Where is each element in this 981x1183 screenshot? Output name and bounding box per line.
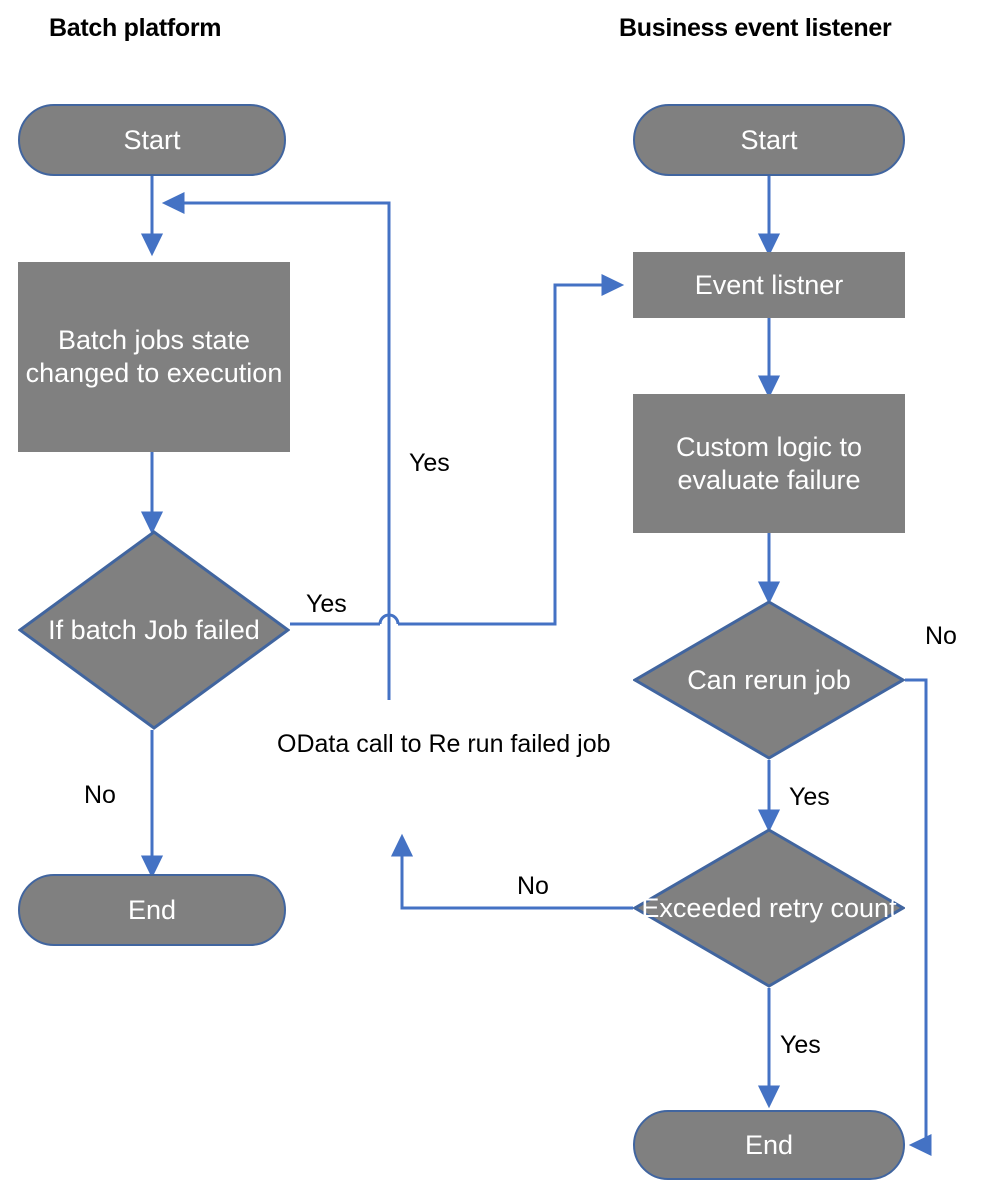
edge-yes-to-event-listner	[398, 273, 625, 626]
node-right-end[interactable]: End	[633, 1110, 905, 1180]
node-custom-logic[interactable]: Custom logic to evaluate failure	[633, 394, 905, 533]
edge-label-exceeded-yes: Yes	[780, 1031, 821, 1059]
lane-header-business-event-listener: Business event listener	[619, 14, 892, 42]
edge-label-left-decision-no: No	[84, 781, 116, 809]
node-left-process-label: Batch jobs state changed to execution	[25, 325, 283, 388]
node-can-rerun-job-label: Can rerun job	[687, 664, 851, 695]
edge-label-odata-note: OData call to Re run failed job	[277, 730, 611, 758]
node-right-start-label: Start	[740, 124, 798, 155]
edge-label-can-rerun-yes: Yes	[789, 783, 830, 811]
node-left-start-label: Start	[123, 124, 181, 155]
edge-can-rerun-no-to-end	[905, 678, 932, 1157]
edge-odata-rerun-feedback	[161, 191, 391, 700]
node-left-end[interactable]: End	[18, 874, 286, 946]
node-custom-logic-label: Custom logic to evaluate failure	[675, 431, 863, 495]
node-can-rerun-job[interactable]: Can rerun job	[633, 600, 905, 760]
node-right-end-label: End	[744, 1129, 794, 1160]
diamond-shape	[18, 530, 290, 730]
node-exceeded-retry-count-label: Exceeded retry count	[641, 892, 897, 923]
edge-exceeded-no-to-odata	[390, 833, 633, 910]
edge-label-left-decision-yes: Yes	[306, 590, 347, 618]
node-event-listner[interactable]: Event listner	[633, 252, 905, 318]
node-right-start[interactable]: Start	[633, 104, 905, 176]
node-event-listner-label: Event listner	[694, 269, 844, 300]
node-exceeded-retry-count[interactable]: Exceeded retry count	[633, 828, 905, 988]
node-left-decision-label: If batch Job failed	[48, 614, 260, 645]
node-left-decision[interactable]: If batch Job failed	[18, 530, 290, 730]
diamond-shape	[633, 828, 905, 988]
lane-header-batch-platform: Batch platform	[49, 14, 222, 42]
node-left-process[interactable]: Batch jobs state changed to execution	[18, 262, 290, 452]
edge-label-can-rerun-no: No	[925, 622, 957, 650]
edge-label-exceeded-no: No	[517, 872, 549, 900]
node-left-start[interactable]: Start	[18, 104, 286, 176]
edge-label-feedback-yes: Yes	[409, 449, 450, 477]
diamond-shape	[633, 600, 905, 760]
node-left-end-label: End	[127, 894, 177, 925]
